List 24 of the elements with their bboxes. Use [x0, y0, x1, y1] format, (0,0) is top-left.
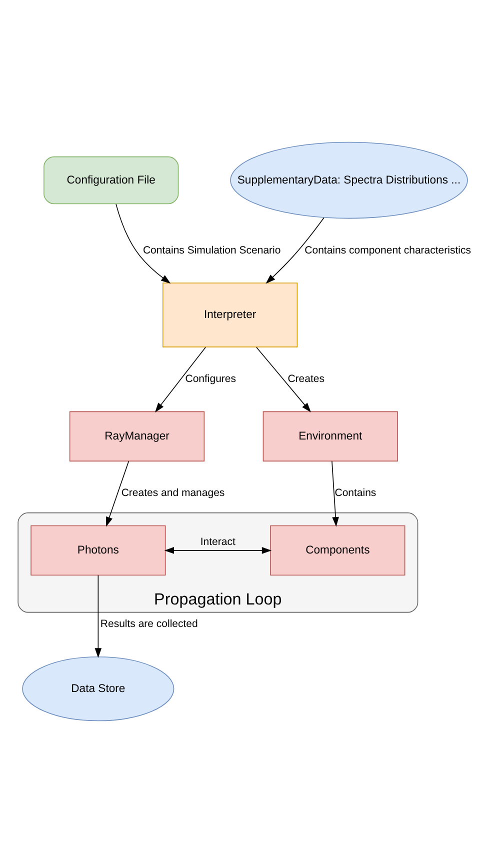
arrow — [106, 460, 130, 526]
arrow — [266, 216, 324, 284]
edge-label: Configures — [185, 372, 236, 385]
node-box: Configuration File — [44, 156, 179, 204]
arrow — [164, 546, 272, 554]
node-box: Environment — [262, 410, 398, 461]
edge-label: Results are collected — [100, 618, 198, 630]
arrow — [116, 203, 171, 284]
arrow — [256, 346, 311, 412]
edge-label: Contains component characteristics — [304, 244, 472, 256]
node-box: Components — [270, 524, 406, 576]
arrow — [332, 460, 339, 526]
node-box: RayManager — [69, 410, 205, 461]
node-ellipse: SupplementaryData: Spectra Distributions ... — [230, 141, 468, 218]
arrow — [154, 346, 206, 412]
node-box: Interpreter — [162, 282, 298, 347]
edge-label: Creates — [288, 372, 324, 385]
arrow — [94, 574, 102, 658]
edge-label: Interact — [200, 536, 236, 548]
edge-label: Contains Simulation Scenario — [142, 244, 281, 256]
edge-label: Contains — [334, 486, 376, 499]
edge-label: Creates and manages — [121, 486, 225, 499]
node-ellipse: Data Store — [22, 656, 174, 721]
node-box: Photons — [30, 524, 166, 576]
